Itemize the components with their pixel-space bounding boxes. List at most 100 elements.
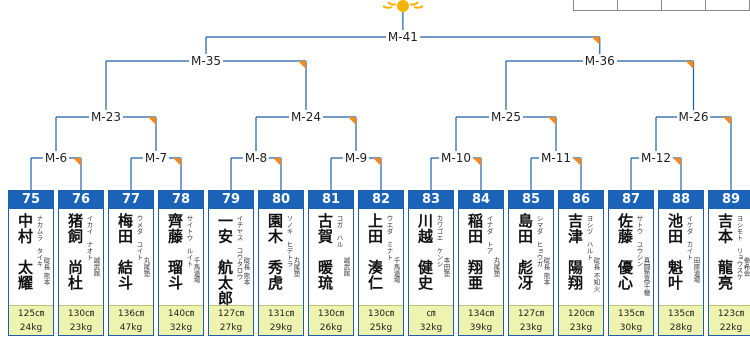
player-height: 131㎝ (267, 309, 295, 319)
winner-marker (298, 61, 306, 69)
match-label: M-8 (242, 151, 270, 165)
player-height: 125㎝ (17, 309, 45, 319)
player-card: 88 池田 魁叶 イケダ カイト 田原道場 135㎝ 28kg (658, 190, 704, 336)
player-name: 中村 太耀 (16, 213, 34, 291)
entry-number: 82 (359, 191, 403, 209)
match-label: M-23 (89, 110, 123, 124)
player-card: 79 一安 航太郎 イチヤス コウタロウ 碇長 熊本 127㎝ 27kg (208, 190, 254, 336)
player-name: 古賀 暖琉 (316, 213, 334, 291)
winner-marker (723, 117, 731, 125)
winner-marker (173, 158, 181, 166)
entry-number: 78 (159, 191, 203, 209)
player-dojo: 誠武館 (92, 257, 100, 277)
player-weight: 47kg (119, 323, 143, 333)
match-label: M-25 (489, 110, 523, 124)
entry-number: 80 (259, 191, 303, 209)
player-height: 134㎝ (467, 309, 495, 319)
player-stats: 127㎝ 23kg (509, 305, 553, 335)
match-label: M-11 (539, 151, 573, 165)
player-height: 135㎝ (617, 309, 645, 319)
winner-marker (685, 61, 694, 69)
player-stats: 130㎝ 26kg (309, 305, 353, 335)
player-dojo: 本田塾 (442, 257, 450, 277)
player-weight: 24kg (19, 323, 43, 333)
player-furigana: ウエダ ミナト (385, 215, 393, 261)
player-card: 80 園木 秀虎 ソノキ ヒデトラ 丸尾塾 131㎝ 29kg (258, 190, 304, 336)
player-stats: 130㎝ 23kg (59, 305, 103, 335)
player-height: 140㎝ (167, 309, 195, 319)
player-height: 135㎝ (667, 309, 695, 319)
player-dojo: 碇長 熊本 (242, 257, 250, 286)
player-name: 池田 魁叶 (666, 213, 684, 291)
player-dojo: 丸尾塾 (292, 257, 300, 277)
player-name: 川越 健史 (416, 213, 434, 291)
winner-marker (591, 37, 600, 45)
winner-marker (673, 158, 681, 166)
player-weight: 32kg (419, 323, 443, 333)
player-dojo: 丸尾塾 (492, 257, 500, 277)
player-card: 75 中村 太耀 ナカムラ タイキ 碇長 熊本 125㎝ 24kg (8, 190, 54, 336)
player-furigana: サトウ ユウシン (635, 215, 643, 267)
match-label: M-41 (385, 30, 420, 44)
winner-marker (373, 158, 381, 166)
entry-number: 77 (109, 191, 153, 209)
match-label: M-6 (42, 151, 70, 165)
player-stats: 140㎝ 32kg (159, 305, 203, 335)
player-dojo: 丸尾塾 (142, 257, 150, 277)
player-stats: 136㎝ 47kg (109, 305, 153, 335)
player-furigana: ソノキ ヒデトラ (285, 215, 293, 267)
player-height: 120㎝ (567, 309, 595, 319)
player-furigana: サイトウ ルイト (185, 215, 193, 267)
player-name: 猪飼 尚杜 (66, 213, 84, 291)
player-dojo: 千馬道場 (192, 257, 200, 283)
player-weight: 23kg (569, 323, 593, 333)
player-card: 78 齊藤 瑠斗 サイトウ ルイト 千馬道場 140㎝ 32kg (158, 190, 204, 336)
player-stats: 123㎝ 22kg (709, 305, 750, 335)
entry-number: 83 (409, 191, 453, 209)
player-name: 園木 秀虎 (266, 213, 284, 291)
player-card: 81 古賀 暖琉 コガ ハル 誠武館 130㎝ 26kg (308, 190, 354, 336)
player-dojo: 碇長 不知火 (592, 257, 600, 292)
player-stats: 130㎝ 25kg (359, 305, 403, 335)
player-stats: 120㎝ 23kg (559, 305, 603, 335)
player-stats: ㎝ 32kg (409, 305, 453, 335)
player-card: 84 稲田 翔亜 イナダ トア 丸尾塾 134㎝ 39kg (458, 190, 504, 336)
player-furigana: シマダ ヒョウガ (535, 215, 543, 267)
match-label: M-12 (639, 151, 673, 165)
player-dojo: 千馬道場 (392, 257, 400, 283)
player-weight: 39kg (469, 323, 493, 333)
player-dojo: 田原道場 (692, 257, 700, 283)
player-name: 稲田 翔亜 (466, 213, 484, 291)
winner-marker (473, 158, 481, 166)
entry-number: 85 (509, 191, 553, 209)
player-stats: 134㎝ 39kg (459, 305, 503, 335)
player-name: 一安 航太郎 (216, 213, 234, 306)
player-card: 82 上田 湊仁 ウエダ ミナト 千馬道場 130㎝ 25kg (358, 190, 404, 336)
player-card: 87 佐藤 優心 サトウ ユウシン 真闘塾高千穂 135㎝ 30kg (608, 190, 654, 336)
player-card: 85 島田 彪冴 シマダ ヒョウガ 碇長 熊本 127㎝ 23kg (508, 190, 554, 336)
player-card: 86 吉津 陽翔 ヨシヅ ハルト 碇長 不知火 120㎝ 23kg (558, 190, 604, 336)
player-dojo: 拳希会 (742, 257, 750, 277)
entry-number: 84 (459, 191, 503, 209)
winner-marker (273, 158, 281, 166)
player-dojo: 碇長 熊本 (542, 257, 550, 286)
entry-number: 79 (209, 191, 253, 209)
top-score-table (573, 0, 750, 11)
entry-number: 87 (609, 191, 653, 209)
match-label: M-36 (582, 54, 617, 68)
player-dojo: 誠武館 (342, 257, 350, 277)
entry-number: 89 (709, 191, 750, 209)
match-label: M-26 (676, 110, 711, 124)
winner-marker (548, 117, 556, 125)
player-height: 130㎝ (317, 309, 345, 319)
player-card: 83 川越 健史 カワゴエ ケンシ 本田塾 ㎝ 32kg (408, 190, 454, 336)
player-name: 梅田 結斗 (116, 213, 134, 291)
winner-marker (348, 117, 356, 125)
player-furigana: ウメダ ユイト (135, 215, 143, 261)
match-label: M-7 (142, 151, 170, 165)
player-card: 76 猪飼 尚杜 イカイ ナオト 誠武館 130㎝ 23kg (58, 190, 104, 336)
player-height: ㎝ (426, 309, 436, 319)
player-height: 127㎝ (217, 309, 245, 319)
player-height: 123㎝ (717, 309, 745, 319)
player-card: 77 梅田 結斗 ウメダ ユイト 丸尾塾 136㎝ 47kg (108, 190, 154, 336)
